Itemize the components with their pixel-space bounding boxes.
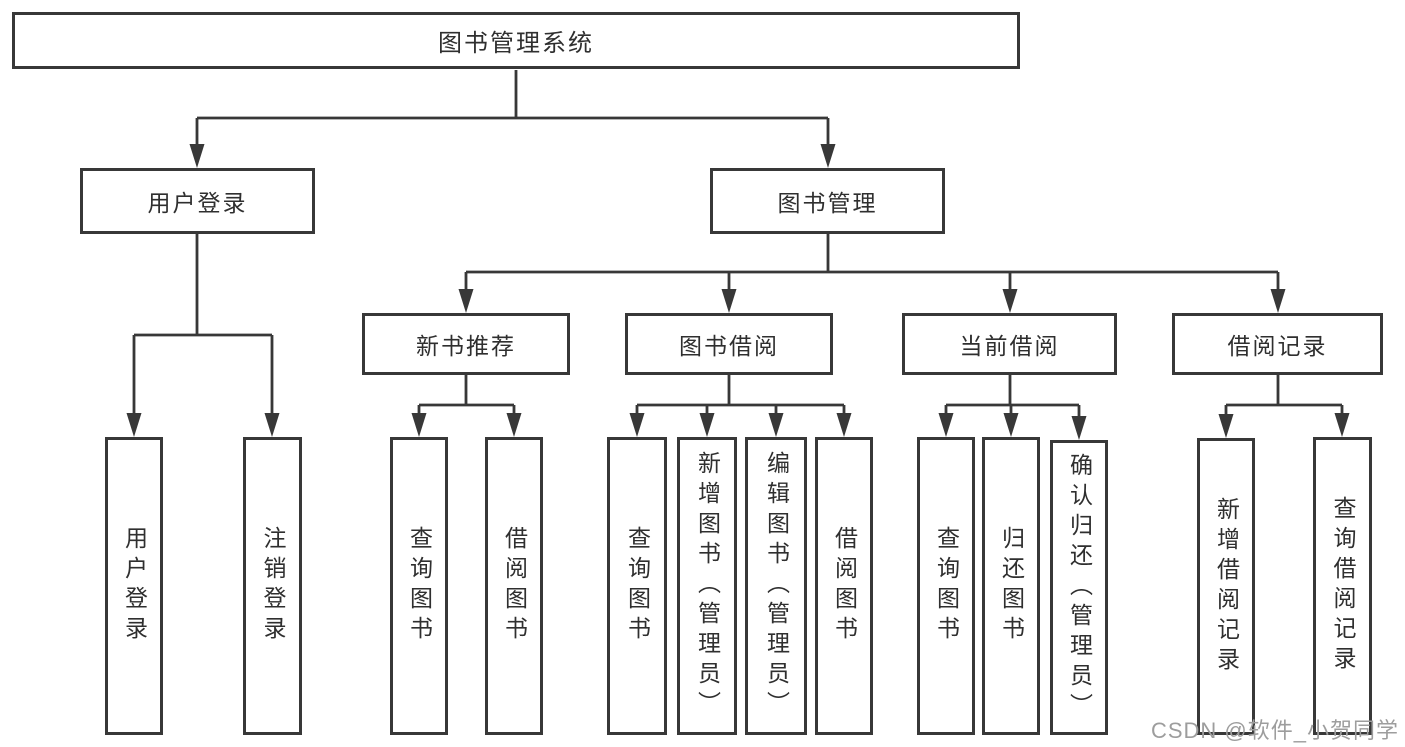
leaf-borrow-query-book: 查询图书 — [607, 437, 667, 735]
node-user-login: 用户登录 — [80, 168, 315, 234]
node-book-management-label: 图书管理 — [777, 190, 878, 216]
leaf-borrow-query-book-label: 查询图书 — [624, 526, 651, 646]
leaf-user-login: 用户登录 — [105, 437, 163, 735]
leaf-user-login-label: 用户登录 — [121, 526, 148, 646]
node-book-management: 图书管理 — [710, 168, 945, 234]
leaf-recommend-query-book: 查询图书 — [390, 437, 448, 735]
leaf-current-query-book-label: 查询图书 — [933, 526, 960, 646]
connector-paths — [132, 70, 1344, 418]
node-borrow-records: 借阅记录 — [1172, 313, 1383, 375]
node-library-system: 图书管理系统 — [12, 12, 1020, 69]
node-new-book-recommend: 新书推荐 — [362, 313, 570, 375]
leaf-logout: 注销登录 — [243, 437, 302, 735]
node-user-login-label: 用户登录 — [147, 190, 248, 216]
leaf-records-add-label: 新增借阅记录 — [1213, 496, 1240, 677]
leaf-current-return-book: 归还图书 — [982, 437, 1040, 735]
leaf-borrow-edit-book-label: 编辑图书（管理员） — [763, 451, 790, 721]
leaf-borrow-edit-book: 编辑图书（管理员） — [745, 437, 807, 735]
node-book-borrow: 图书借阅 — [625, 313, 833, 375]
node-current-borrow-label: 当前借阅 — [959, 333, 1060, 359]
leaf-logout-label: 注销登录 — [260, 526, 286, 646]
node-new-book-recommend-label: 新书推荐 — [416, 333, 516, 359]
leaf-records-query-label: 查询借阅记录 — [1330, 496, 1356, 676]
leaf-recommend-borrow-book-label: 借阅图书 — [501, 526, 528, 646]
watermark-text: CSDN @软件_小贺同学 — [1150, 718, 1399, 743]
leaf-current-confirm-return: 确认归还（管理员） — [1050, 440, 1108, 735]
node-book-borrow-label: 图书借阅 — [679, 333, 779, 359]
leaf-borrow-borrow-book: 借阅图书 — [815, 437, 873, 735]
node-borrow-records-label: 借阅记录 — [1227, 333, 1328, 359]
leaf-records-add: 新增借阅记录 — [1197, 438, 1255, 735]
leaf-current-return-book-label: 归还图书 — [998, 526, 1025, 646]
leaf-records-query: 查询借阅记录 — [1313, 437, 1372, 735]
leaf-recommend-query-book-label: 查询图书 — [406, 526, 433, 646]
leaf-recommend-borrow-book: 借阅图书 — [485, 437, 543, 735]
leaf-current-confirm-return-label: 确认归还（管理员） — [1066, 452, 1093, 723]
leaf-borrow-add-book-label: 新增图书（管理员） — [694, 451, 721, 721]
node-current-borrow: 当前借阅 — [902, 313, 1117, 375]
node-library-system-label: 图书管理系统 — [438, 30, 594, 57]
leaf-borrow-add-book: 新增图书（管理员） — [677, 437, 737, 735]
leaf-borrow-borrow-book-label: 借阅图书 — [831, 526, 858, 646]
arrowhead-icons — [126, 144, 1350, 440]
leaf-current-query-book: 查询图书 — [917, 437, 975, 735]
